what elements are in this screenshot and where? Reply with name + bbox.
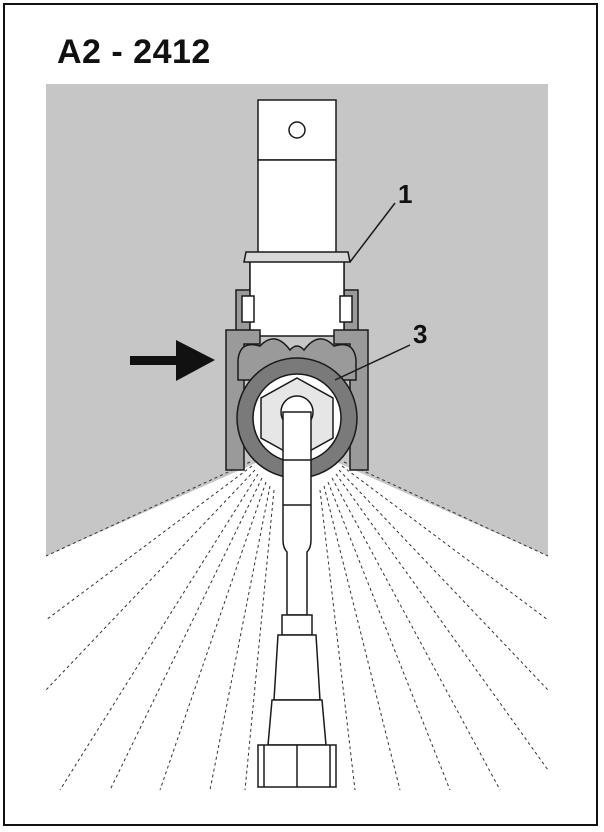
callout-part-3: 3 — [413, 319, 427, 349]
nozzle-tip — [257, 614, 337, 788]
figure-title: A2 - 2412 — [57, 33, 211, 71]
nozzle-stem — [280, 395, 314, 616]
callout-part-1: 1 — [398, 179, 412, 209]
mounting-tab — [257, 99, 337, 256]
spray-pattern — [45, 461, 549, 791]
leader-lines — [334, 202, 411, 381]
direction-arrow-icon — [130, 340, 215, 381]
mounting-hole — [288, 121, 306, 139]
